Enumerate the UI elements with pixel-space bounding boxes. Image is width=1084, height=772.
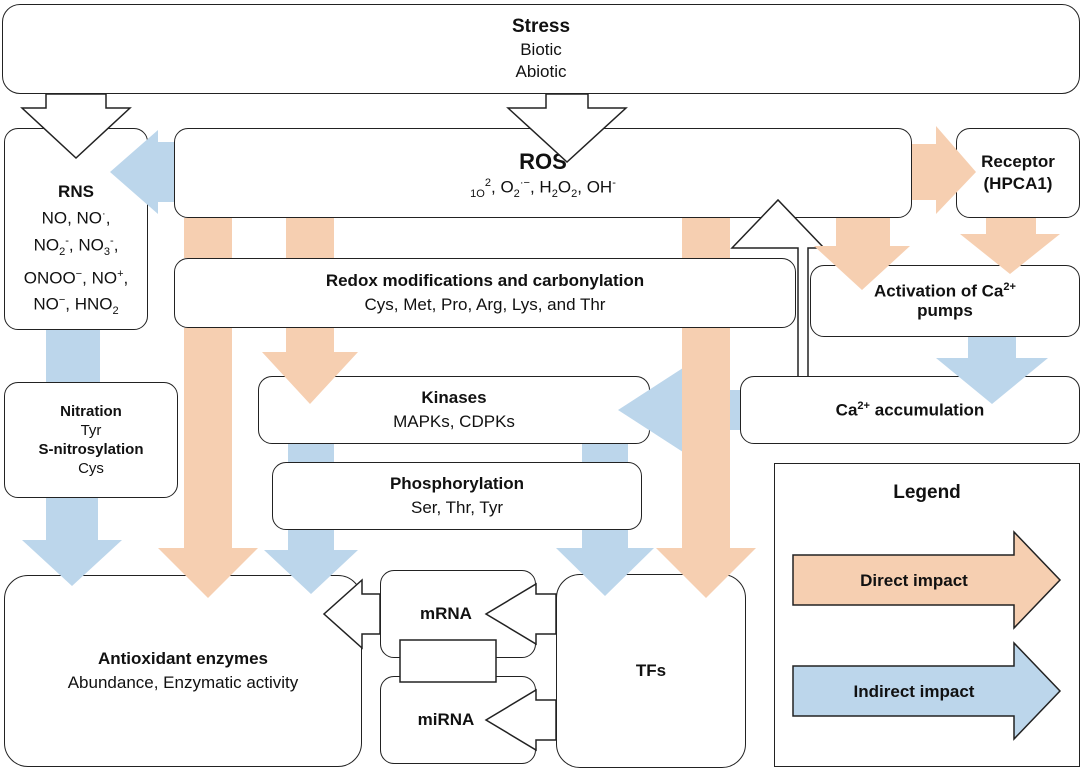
rns-species-line4: NO−, HNO2 <box>33 294 119 318</box>
receptor-box: Receptor (HPCA1) <box>956 128 1080 218</box>
phosphorylation-residues: Ser, Thr, Tyr <box>411 498 503 517</box>
phosphorylation-to-tfs-arrow <box>556 530 654 596</box>
ros-to-receptor-arrow <box>912 126 976 214</box>
legend-direct-label: Direct impact <box>860 571 968 590</box>
calcium-pumps-line1: Activation of Ca2+ <box>873 280 1016 301</box>
ros-species: 1O2, O2·−, H2O2, OH- <box>470 177 616 201</box>
ros-to-rns-arrow <box>110 130 174 214</box>
kinases-items: MAPKs, CDPKs <box>393 412 515 431</box>
s-nitrosylation-residue: Cys <box>78 460 104 477</box>
receptor-name: (HPCA1) <box>983 174 1053 193</box>
phosphorylation-box: Phosphorylation Ser, Thr, Tyr <box>272 462 642 530</box>
kinases-to-phosphorylation-right <box>582 444 628 462</box>
redox-to-tfs-arrow <box>656 328 756 598</box>
tfs-label: TFs <box>635 661 667 680</box>
nitration-residue: Tyr <box>80 422 102 439</box>
ros-to-pumps-arrow <box>814 218 910 290</box>
calcium-pumps-line2: pumps <box>917 301 973 321</box>
mrna-label: mRNA <box>420 604 472 623</box>
receptor-label: Receptor <box>981 152 1055 171</box>
antioxidant-detail: Abundance, Enzymatic activity <box>67 673 299 692</box>
phosphorylation-title: Phosphorylation <box>389 474 525 493</box>
accumulation-to-kinases-arrow <box>618 366 740 454</box>
redox-title: Redox modifications and carbonylation <box>325 271 645 290</box>
redox-to-antioxidant-arrow <box>158 328 258 598</box>
rns-to-nitration-connector <box>46 330 100 382</box>
rns-species-line1: NO, NO·, <box>41 208 111 228</box>
tfs-to-mrna-arrow <box>484 582 557 646</box>
s-nitrosylation-title: S-nitrosylation <box>38 441 144 458</box>
ros-box: ROS 1O2, O2·−, H2O2, OH- <box>174 128 912 218</box>
calcium-accumulation-label: Ca2+ accumulation <box>835 399 985 420</box>
ros-to-redox-connector-left <box>184 218 232 258</box>
phosphorylation-to-antioxidant-arrow <box>264 530 358 594</box>
rns-species-line2: NO2-, NO3-, <box>33 234 119 258</box>
calcium-accumulation-box: Ca2+ accumulation <box>740 376 1080 444</box>
nitration-box: Nitration Tyr S-nitrosylation Cys <box>4 382 178 498</box>
redox-residues: Cys, Met, Pro, Arg, Lys, and Thr <box>364 295 606 314</box>
tfs-box: TFs <box>556 574 746 768</box>
legend-title: Legend <box>893 482 961 503</box>
stress-biotic: Biotic <box>520 40 562 59</box>
mrna-to-antioxidant-arrow <box>322 578 381 650</box>
stress-title: Stress <box>511 16 571 37</box>
redox-box: Redox modifications and carbonylation Cy… <box>174 258 796 328</box>
stress-box: Stress Biotic Abiotic <box>2 4 1080 94</box>
antioxidant-box: Antioxidant enzymes Abundance, Enzymatic… <box>4 575 362 767</box>
tfs-to-mirna-arrow <box>484 688 557 752</box>
legend-indirect-label: Indirect impact <box>854 682 975 701</box>
stress-abiotic: Abiotic <box>515 62 567 81</box>
stress-to-ros-arrow <box>506 93 628 164</box>
kinases-title: Kinases <box>421 388 487 407</box>
pumps-to-accumulation-arrow <box>936 337 1048 404</box>
rns-title: RNS <box>58 182 94 201</box>
mrna-mirna-link <box>399 639 497 683</box>
stress-to-rns-arrow <box>20 93 132 160</box>
legend-direct-arrow <box>792 530 1062 630</box>
antioxidant-title: Antioxidant enzymes <box>97 649 269 668</box>
legend-indirect-arrow <box>792 641 1062 741</box>
kinases-to-phosphorylation-left <box>288 444 334 462</box>
ros-to-redox-connector-mid <box>286 218 334 258</box>
nitration-title: Nitration <box>60 403 122 420</box>
redox-to-kinases-arrow <box>262 328 358 404</box>
nitration-to-antioxidant-arrow <box>22 498 122 586</box>
ros-to-redox-connector-right <box>682 218 730 258</box>
rns-species-line3: ONOO−, NO+, <box>23 267 129 288</box>
calcium-to-ros-arrow <box>730 198 826 376</box>
receptor-to-pumps-arrow <box>960 218 1060 274</box>
mirna-label: miRNA <box>417 710 475 729</box>
